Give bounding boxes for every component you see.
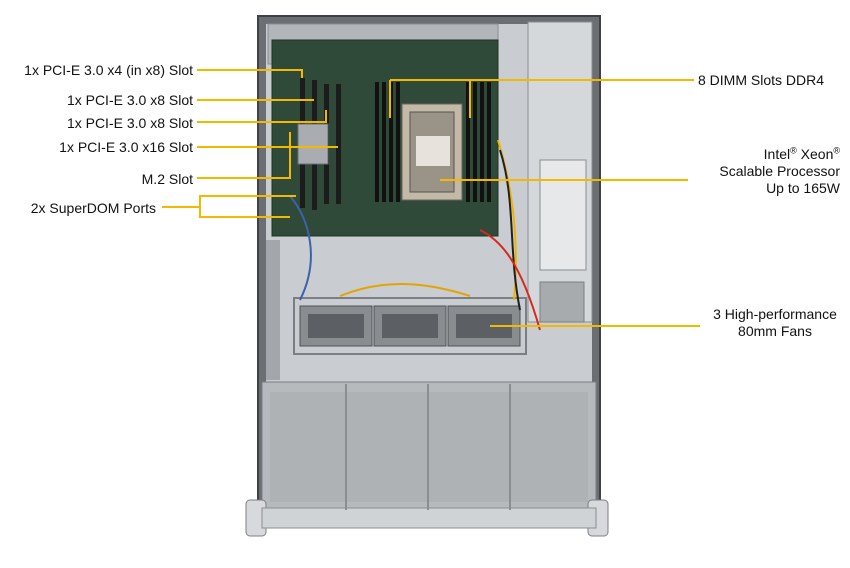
left-side-rail: [266, 240, 280, 380]
label-fans-line2: 80mm Fans: [738, 323, 812, 339]
dimm-slots: [375, 82, 491, 202]
label-pcie-x8-slot-b: 1x PCI-E 3.0 x8 Slot: [66, 115, 193, 131]
label-dimm-slots: 8 DIMM Slots DDR4: [698, 72, 825, 88]
callout-line-superdom: [162, 195, 296, 208]
label-fans-line1: 3 High-performance: [713, 306, 837, 322]
power-supply-module: [539, 159, 587, 271]
psu-vent: [539, 281, 585, 323]
cabling: [289, 139, 541, 331]
callout-line-superdom-b: [199, 207, 290, 218]
label-cpu-line1: Intel® Xeon®: [763, 145, 840, 162]
chipset-heatsink: [297, 123, 329, 165]
cooling-fans: [299, 305, 521, 347]
drive-bay-dividers: [345, 384, 511, 510]
label-fans: 3 High-performance 80mm Fans: [700, 306, 850, 340]
label-pcie-x16-slot: 1x PCI-E 3.0 x16 Slot: [59, 139, 193, 155]
label-cpu-line3: Up to 165W: [766, 180, 840, 196]
callout-line-dimm: [469, 79, 694, 118]
label-superdom-ports: 2x SuperDOM Ports: [30, 200, 156, 216]
label-pcie-x4-slot: 1x PCI-E 3.0 x4 (in x8) Slot: [24, 62, 193, 78]
label-m2-slot: M.2 Slot: [141, 171, 193, 187]
callout-line-m2: [197, 132, 291, 179]
label-cpu: Intel® Xeon® Scalable Processor Up to 16…: [690, 146, 840, 197]
callout-line-pcie-x4: [197, 69, 303, 78]
callout-line-pcie-x8-b: [197, 110, 327, 123]
cpu-label: [416, 136, 450, 166]
label-cpu-line2: Scalable Processor: [719, 163, 840, 179]
label-pcie-x8-slot-a: 1x PCI-E 3.0 x8 Slot: [66, 92, 193, 108]
